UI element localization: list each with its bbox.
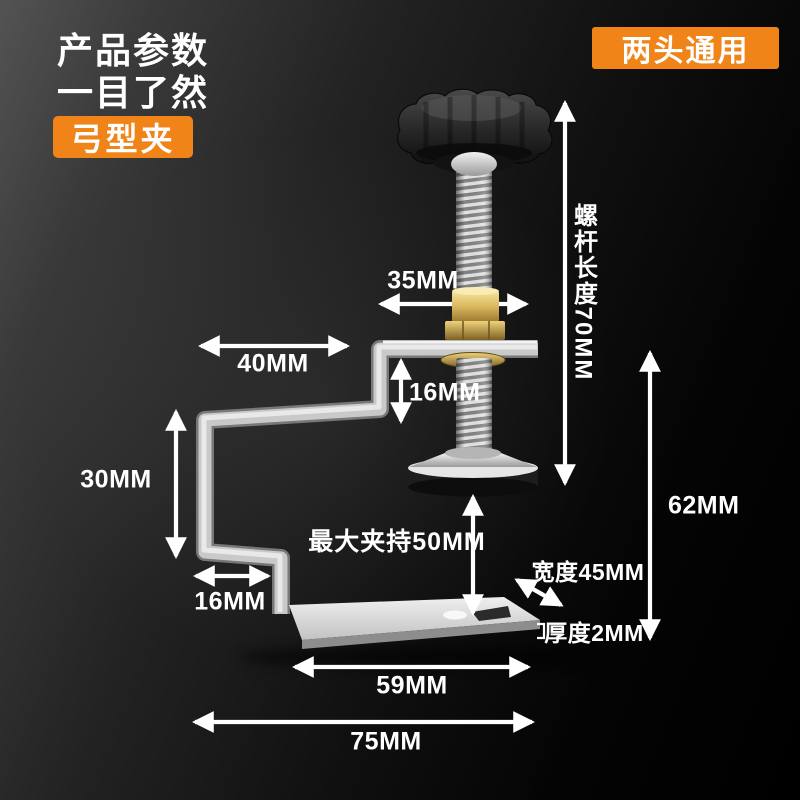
dimension-label-base-total-length: 75MM: [350, 727, 422, 756]
screw-thread-lower: [456, 358, 492, 458]
feature-badge: 两头通用: [592, 27, 779, 69]
brass-nut-assembly: [445, 287, 505, 340]
dimension-label-base-width: 宽度45MM: [531, 559, 645, 585]
dimension-label-total-height: 62MM: [668, 491, 740, 520]
screw-shank: [451, 152, 497, 176]
dimension-label-base-top-length: 59MM: [376, 671, 448, 700]
plate-hole: [443, 610, 467, 620]
thickness-tick: [537, 622, 546, 640]
dimension-label-top-arm-length: 40MM: [237, 349, 309, 378]
dimension-arrows: [165, 99, 661, 733]
clamp-knob: [397, 88, 553, 176]
base-shadow: [240, 646, 590, 668]
dimension-label-arm-gap: 16MM: [409, 378, 481, 407]
dimension-arrow-45mm: [514, 578, 564, 607]
dimension-label-screw-top-width: 35MM: [387, 266, 459, 295]
dimension-label-plate-thickness: 厚度2MM: [544, 620, 644, 646]
headline-line1: 产品参数: [57, 30, 210, 71]
dimension-label-foot-inset: 16MM: [194, 587, 266, 616]
dimension-label-max-clamp: 最大夹持50MM: [308, 528, 486, 556]
base-plate: [289, 597, 540, 649]
screw-thread-upper: [456, 150, 492, 292]
headline-line2: 一目了然: [57, 72, 210, 113]
dimension-label-side-height: 30MM: [80, 465, 152, 494]
dimension-label-screw-length: 螺杆长度70MM: [569, 202, 597, 382]
hex-nut: [445, 321, 505, 340]
clamp-frame: [196, 340, 538, 614]
foot-pad: [408, 447, 538, 497]
product-name-badge: 弓型夹: [53, 116, 193, 158]
